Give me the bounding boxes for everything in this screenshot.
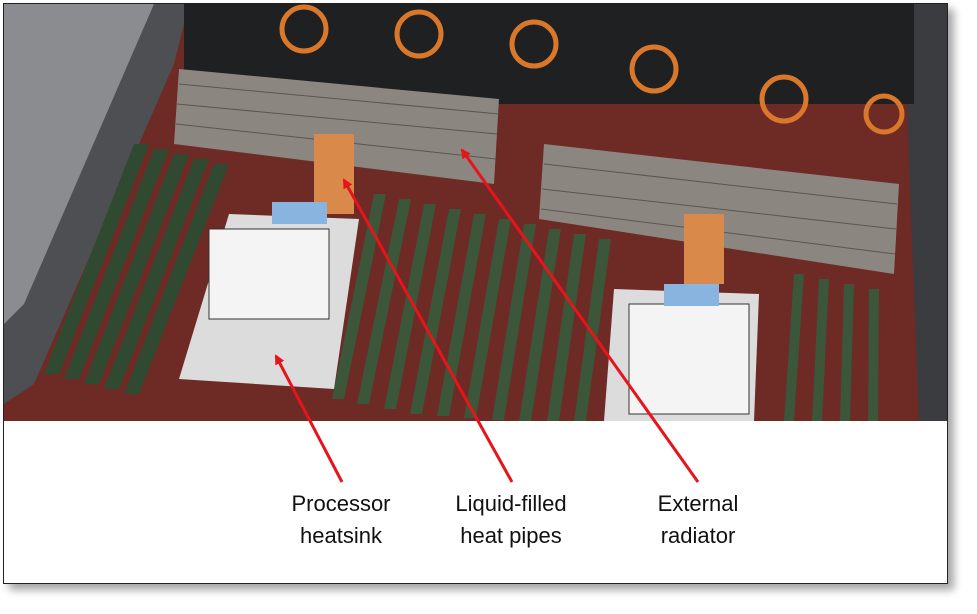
label-heat-pipes: Liquid-filled heat pipes [455, 488, 566, 552]
server-photo [4, 4, 947, 421]
label-line: External [657, 491, 739, 516]
label-line: radiator [660, 523, 736, 548]
label-line: Processor [291, 491, 391, 516]
label-line: heat pipes [460, 523, 562, 548]
label-processor-heatsink: Processor heatsink [291, 488, 390, 552]
figure-frame: Processor heatsink Liquid-filled heat pi… [3, 3, 948, 584]
label-line: Liquid-filled [455, 491, 567, 516]
label-external-radiator: External radiator [658, 488, 739, 552]
label-line: heatsink [300, 523, 382, 548]
